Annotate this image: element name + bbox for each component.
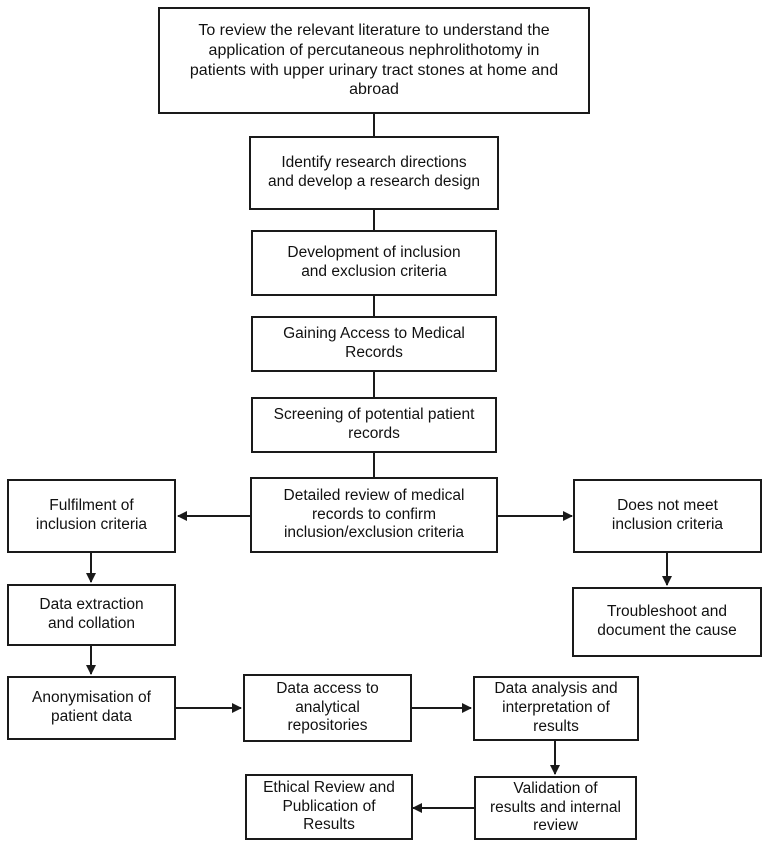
step-identify-directions: Identify research directions and develop… [249, 136, 499, 210]
step-troubleshoot: Troubleshoot and document the cause [572, 587, 762, 657]
step-screening: Screening of potential patient records [251, 397, 497, 453]
step-validation: Validation of results and internal revie… [474, 776, 637, 840]
step-data-analysis: Data analysis and interpretation of resu… [473, 676, 639, 741]
step-anonymisation: Anonymisation of patient data [7, 676, 176, 740]
step-data-extraction: Data extraction and collation [7, 584, 176, 646]
step-develop-criteria: Development of inclusion and exclusion c… [251, 230, 497, 296]
step-data-access: Data access to analytical repositories [243, 674, 412, 742]
step-fulfilment: Fulfilment of inclusion criteria [7, 479, 176, 553]
step-review-literature: To review the relevant literature to und… [158, 7, 590, 114]
step-ethical-review: Ethical Review and Publication of Result… [245, 774, 413, 840]
step-detailed-review: Detailed review of medical records to co… [250, 477, 498, 553]
step-does-not-meet: Does not meet inclusion criteria [573, 479, 762, 553]
step-gain-access: Gaining Access to Medical Records [251, 316, 497, 372]
